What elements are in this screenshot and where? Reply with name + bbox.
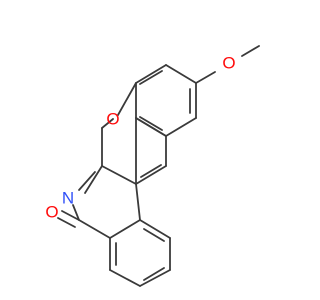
methoxy-oxygen-label: O xyxy=(222,54,235,73)
aromatic-bond xyxy=(165,117,197,137)
aromatic-double-bond xyxy=(143,267,165,281)
atom-labels: O O N O xyxy=(45,54,235,222)
o-aryl-bond xyxy=(195,71,216,84)
c-o-bond xyxy=(101,118,114,129)
ring-bond xyxy=(135,183,141,221)
canvas-background xyxy=(0,0,300,300)
ring-bond xyxy=(109,219,141,239)
aromatic-double-bond xyxy=(139,116,163,131)
carbonyl-double-bond xyxy=(57,217,76,228)
aromatic-bond xyxy=(135,64,167,84)
bond-lines xyxy=(57,45,260,287)
ring-bond xyxy=(101,165,137,185)
methyl-o-bond xyxy=(241,45,260,57)
n-c-bond xyxy=(72,204,80,221)
aromatic-bond xyxy=(139,219,171,239)
ring-bond xyxy=(78,219,111,239)
c-n-bond xyxy=(84,165,103,194)
carbonyl-oxygen-label: O xyxy=(45,203,58,222)
ring-double-bond xyxy=(140,164,162,178)
chemical-structure-diagram: O O N O xyxy=(0,0,300,300)
aromatic-bond xyxy=(109,269,141,287)
aromatic-bond xyxy=(165,64,197,84)
ring-oxygen-label: O xyxy=(106,110,119,129)
ring-bond xyxy=(135,165,167,185)
c-n-double-bond xyxy=(78,171,96,191)
aromatic-bond xyxy=(139,269,171,287)
aromatic-double-bond xyxy=(139,70,163,85)
ring-bond xyxy=(135,117,167,137)
carbonyl-bond xyxy=(61,210,80,221)
ring-nitrogen-label: N xyxy=(62,189,74,208)
aromatic-double-bond xyxy=(143,228,165,242)
c-o-bond xyxy=(117,82,137,116)
